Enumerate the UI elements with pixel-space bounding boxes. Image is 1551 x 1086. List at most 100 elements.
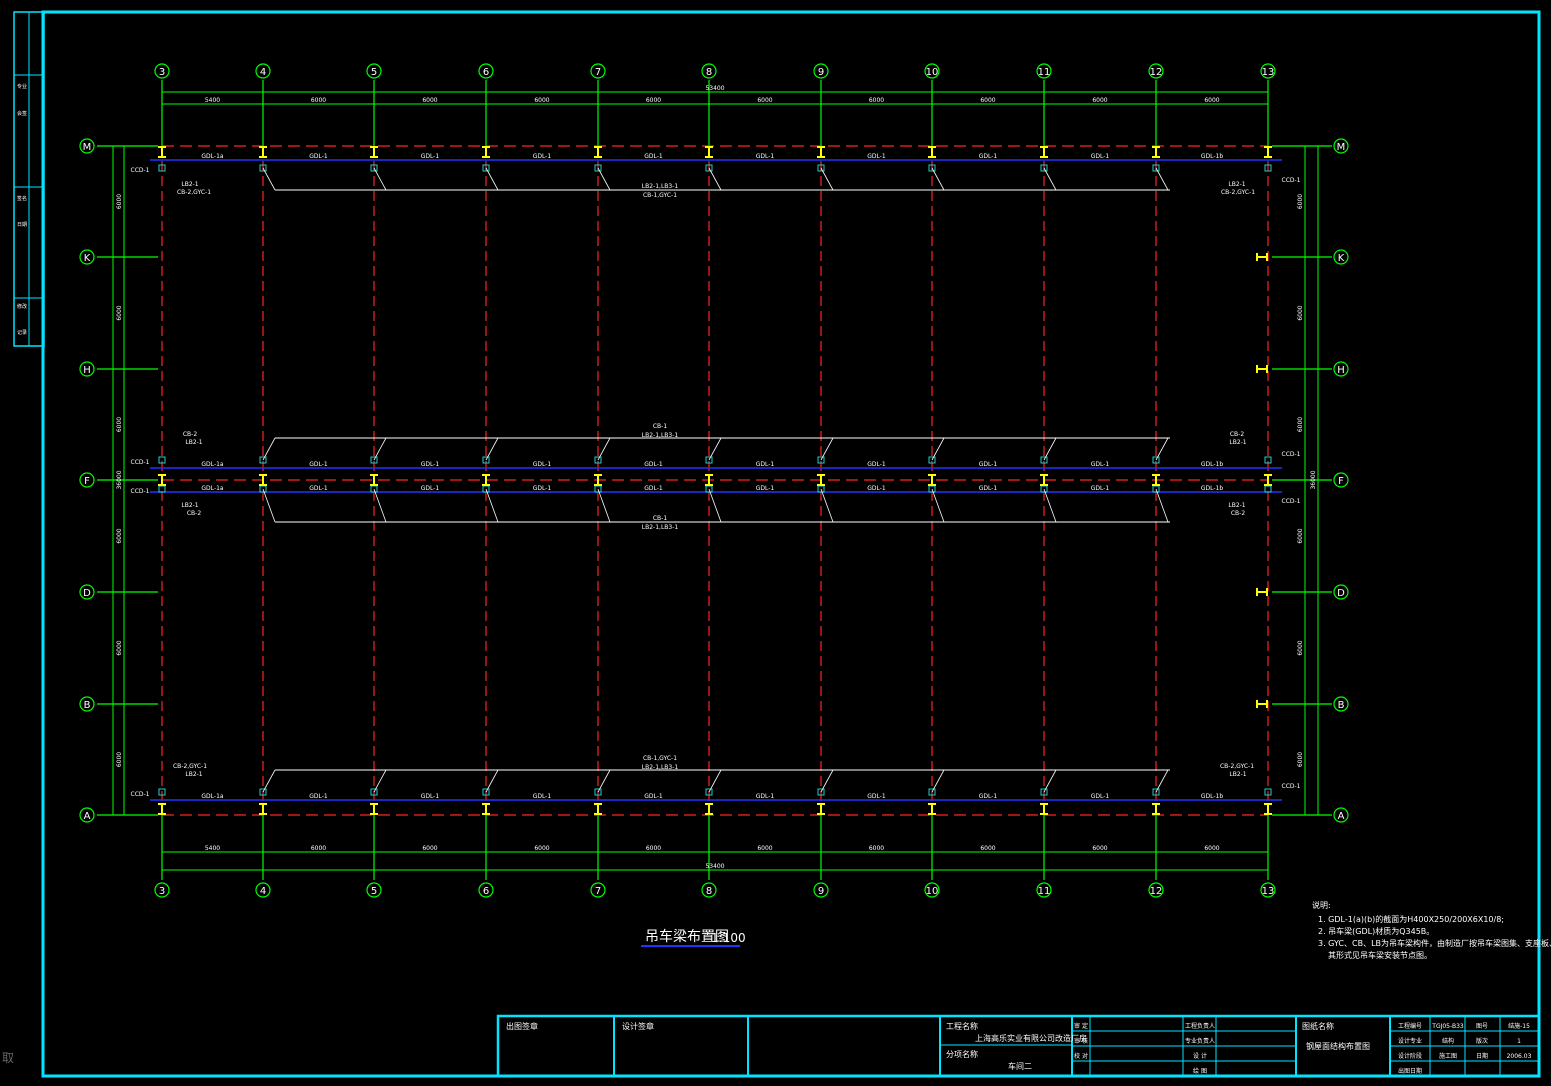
bracing-diag <box>931 488 945 523</box>
left-tag: LB2-1 <box>181 181 198 188</box>
dim-bay-text: 6000 <box>1204 845 1219 852</box>
dim-total-text: 53400 <box>705 863 724 870</box>
mid-tag: CB-1,GYC-1 <box>643 755 677 762</box>
side-label: 专业 <box>17 83 27 90</box>
right-tag: LB2-1 <box>1228 181 1245 188</box>
mid-tag: LB2-1,LB3-1 <box>642 183 679 190</box>
axis-label: 6 <box>483 886 489 897</box>
gdl-label: GDL-1 <box>1091 153 1110 160</box>
axis-bubble <box>366 63 382 79</box>
axis-label: A <box>1338 811 1345 822</box>
tb-field2: 版次 <box>1476 1037 1488 1045</box>
column-web <box>708 803 710 815</box>
gdl-label: GDL-1 <box>309 153 328 160</box>
dim-bay-text: 6000 <box>1092 97 1107 104</box>
dim-row-text: 6000 <box>116 528 123 543</box>
bracket-box <box>482 456 490 464</box>
bracing-diag <box>262 488 276 523</box>
axis-bubble <box>701 882 717 898</box>
bracing-diag <box>931 769 945 793</box>
side-label: 日期 <box>17 222 27 228</box>
gdl-label: GDL-1 <box>979 153 998 160</box>
side-label: 修改 <box>17 303 27 310</box>
dim-bay-text: 6000 <box>311 845 326 852</box>
gdl-label: GDL-1 <box>867 793 886 800</box>
gdl-label: GDL-1 <box>644 485 663 492</box>
gdl-label: GDL-1 <box>533 153 552 160</box>
bracing-diag <box>373 167 387 191</box>
right-tag: CCD-1 <box>1282 177 1301 184</box>
axis-label: K <box>1338 253 1345 264</box>
bracket-box <box>594 456 602 464</box>
axis-label: 11 <box>1038 886 1051 897</box>
bracket-box <box>370 164 378 172</box>
dim-row-text: 6000 <box>116 417 123 432</box>
bracing-diag <box>820 488 834 523</box>
axis-label: 5 <box>371 886 377 897</box>
column-web <box>597 803 599 815</box>
tb-stamp-label: 出图签章 <box>506 1021 538 1031</box>
bracket-box <box>594 164 602 172</box>
axis-bubble <box>154 882 170 898</box>
axis-label: 10 <box>926 886 939 897</box>
column-web <box>161 803 163 815</box>
tb-sub-label: 分项名称 <box>946 1049 978 1059</box>
column-web <box>262 146 264 158</box>
bracket-box <box>1152 788 1160 796</box>
column-web <box>931 803 933 815</box>
axis-bubble <box>79 472 95 488</box>
bracket-box <box>705 788 713 796</box>
axis-label: A <box>84 811 91 822</box>
tb-field-val2: 2006.03 <box>1507 1053 1532 1060</box>
axis-bubble <box>255 63 271 79</box>
right-tag: CB-2,GYC-1 <box>1220 763 1254 770</box>
gdl-label: GDL-1a <box>201 485 223 492</box>
right-tag: LB2-1 <box>1229 771 1246 778</box>
bracket-box <box>705 164 713 172</box>
dim-bay-text: 6000 <box>1204 97 1219 104</box>
bracing-diag <box>597 488 611 523</box>
dim-bay-text: 6000 <box>980 845 995 852</box>
gdl-label: GDL-1 <box>1091 485 1110 492</box>
bracing-diag <box>485 769 499 793</box>
axis-label: 3 <box>159 886 165 897</box>
column-flange <box>1256 700 1258 708</box>
tb-field: 出图日期 <box>1398 1067 1422 1075</box>
tb-role: 审 核 <box>1074 1037 1088 1045</box>
dim-bay-text: 6000 <box>1092 845 1107 852</box>
tb-field2: 图号 <box>1476 1023 1488 1030</box>
gdl-label: GDL-1 <box>756 461 775 468</box>
axis-bubble <box>1333 472 1349 488</box>
column-flange <box>1266 253 1268 261</box>
axis-label: H <box>83 365 91 376</box>
gdl-label: GDL-1 <box>1091 793 1110 800</box>
gdl-label: GDL-1 <box>533 793 552 800</box>
axis-label: 8 <box>706 886 712 897</box>
column-flange <box>1266 365 1268 373</box>
axis-bubble <box>813 882 829 898</box>
column-web <box>820 474 822 486</box>
gdl-label: GDL-1 <box>421 461 440 468</box>
axis-bubble <box>478 63 494 79</box>
column-flange <box>1256 588 1258 596</box>
tb-field-val: 结构 <box>1442 1037 1454 1045</box>
axis-label: 7 <box>595 67 601 78</box>
tb-design-stamp-label: 设计签章 <box>622 1021 654 1031</box>
gdl-label: GDL-1b <box>1201 153 1223 160</box>
column-web <box>597 146 599 158</box>
gdl-label: GDL-1 <box>309 461 328 468</box>
left-tag: CCD-1 <box>131 791 150 798</box>
outer-frame <box>41 10 1541 1078</box>
tb-project-value: 上海高乐实业有限公司改造厂房 <box>975 1033 1087 1043</box>
side-label: 记录 <box>17 329 27 336</box>
note-1: 1. GDL-1(a)(b)的截面为H400X250/200X6X10/8; <box>1318 914 1504 924</box>
dim-bay-text: 6000 <box>646 97 661 104</box>
bracing-diag <box>373 488 387 523</box>
tb-role: 校 对 <box>1074 1052 1088 1060</box>
dim-bay-text: 6000 <box>646 845 661 852</box>
dim-total-text: 53400 <box>705 85 724 92</box>
axis-label: 4 <box>260 67 266 78</box>
tb-project-label: 工程名称 <box>946 1021 978 1031</box>
